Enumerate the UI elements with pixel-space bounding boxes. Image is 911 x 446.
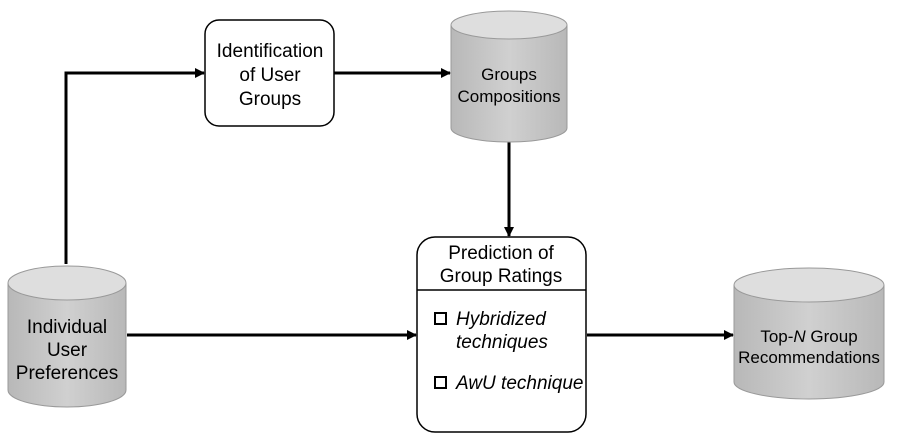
topn-line-1: Top-N Group [760,327,857,346]
prediction-node: Prediction of Group Ratings Hybridized t… [416,236,587,433]
individual-prefs-line-1: Individual [27,317,107,338]
prediction-item-1-line-2: techniques [456,332,548,353]
individual-prefs-line-2: User [47,340,88,361]
connectors [64,68,734,340]
groups-compositions-line-1: Groups [481,65,537,84]
checkbox-icon [434,312,447,325]
groups-compositions-node: Groups Compositions [450,10,568,143]
arrow-prefs-to-identification [64,68,205,264]
individual-preferences-node: Individual User Preferences [7,265,127,408]
identification-line-1: Identification [217,41,324,62]
identification-line-3: Groups [239,89,301,110]
prediction-item-2-line-1: AwU technique [455,373,583,394]
topn-node: Top-N Group Recommendations [733,267,885,400]
identification-node: Identification of User Groups [204,19,335,127]
individual-prefs-line-3: Preferences [16,363,118,384]
prediction-title-line-2: Group Ratings [440,266,563,287]
identification-line-2: of User [239,65,301,86]
checkbox-icon [434,376,447,389]
groups-compositions-line-2: Compositions [458,87,561,106]
topn-line-2: Recommendations [738,348,880,367]
prediction-item-1-line-1: Hybridized [456,309,547,330]
prediction-title-line-1: Prediction of [448,243,554,264]
